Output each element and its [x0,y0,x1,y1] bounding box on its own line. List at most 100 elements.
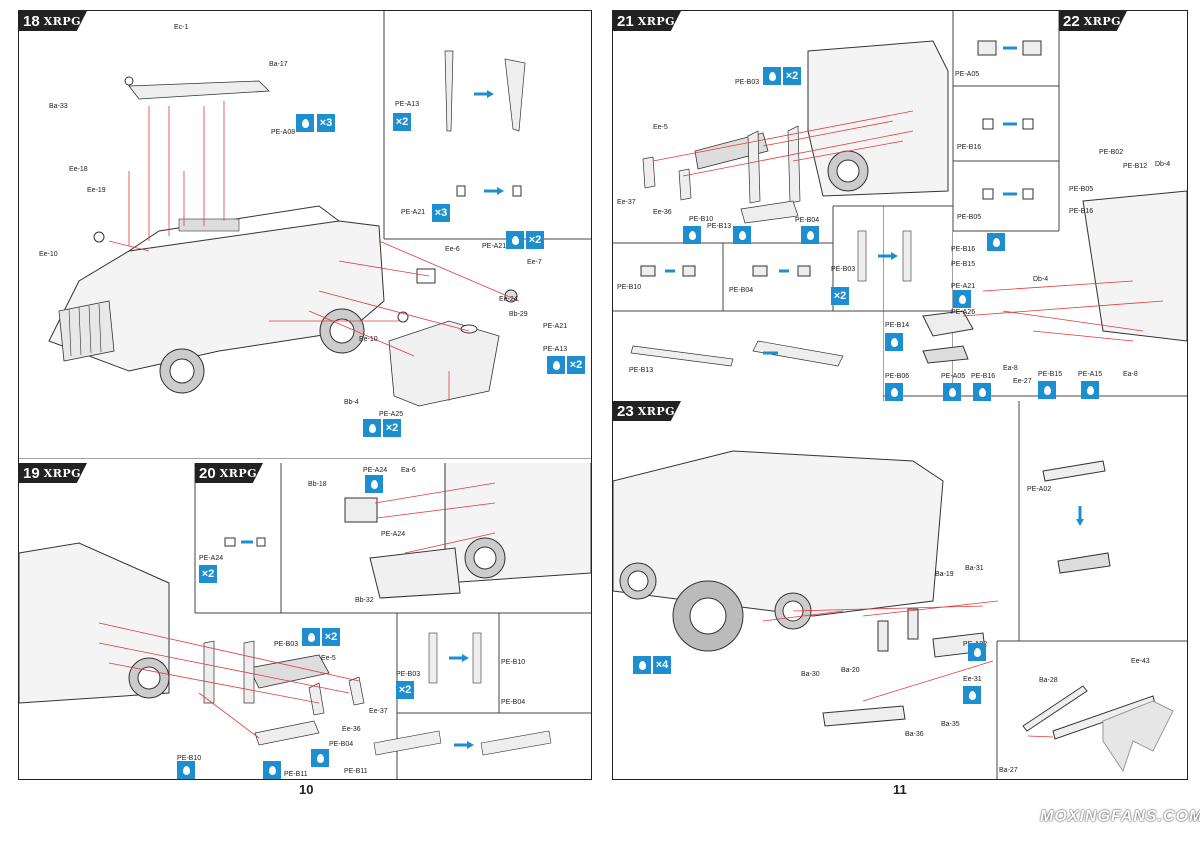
part-label: Ee-24 [499,296,518,303]
part-label: Ee-5 [653,124,668,131]
vehicle-illustration [613,401,1187,779]
part-label: PE-A24 [363,467,388,474]
glue-icon [311,749,329,767]
glue-icon [263,761,281,779]
part-label: Ba-27 [999,767,1018,774]
part-label: PE-A26 [951,309,976,316]
part-label: PE-B03 [735,79,760,86]
part-label: Ee-36 [653,209,672,216]
part-label: Ee-27 [1013,378,1032,385]
part-label: Ba-19 [935,571,954,578]
glue-icon [365,475,383,493]
quantity-badge: ×2 [393,113,411,131]
part-label: Bb-18 [308,481,327,488]
quantity-badge: ×2 [783,67,801,85]
part-label: PE-B04 [329,741,354,748]
quantity-badge: ×2 [322,628,340,646]
part-label: Ee-31 [963,676,982,683]
glue-icon [1038,381,1056,399]
part-label: Ee-19 [87,187,106,194]
part-label: PE-B05 [1069,186,1094,193]
part-label: Ba-30 [801,671,820,678]
part-label: PE-B10 [617,284,642,291]
part-label: PE-A15 [1078,371,1103,378]
part-label: PE-A13 [395,101,420,108]
quantity-badge: ×2 [396,681,414,699]
part-label: Bb-4 [344,399,359,406]
part-label: Ee-10 [39,251,58,258]
glue-icon [296,114,314,132]
watermark: MOXINGFANS.COM [1040,808,1200,825]
part-label: PE-B06 [885,373,910,380]
glue-icon [547,356,565,374]
page-number: 10 [299,782,314,797]
vehicle-illustration [224,463,591,613]
vehicle-illustration [883,11,1187,401]
glue-icon [1081,381,1099,399]
glue-icon [506,231,524,249]
part-label: Ba-20 [841,667,860,674]
part-label: Ee-7 [527,259,542,266]
part-label: PE-B13 [629,367,654,374]
part-label: PE-B12 [1123,163,1148,170]
glue-icon [177,761,195,779]
page-number: 11 [893,782,907,797]
part-label: Ba-35 [941,721,960,728]
quantity-badge: ×2 [383,419,401,437]
part-label: Ee-37 [369,708,388,715]
glue-icon [973,383,991,401]
part-label: Ea-8 [1123,371,1138,378]
quantity-badge: ×2 [567,356,585,374]
part-label: PE-A02 [1027,486,1052,493]
part-label: PE-B14 [885,322,910,329]
quantity-badge: ×2 [831,287,849,305]
part-label: Ba-33 [49,103,68,110]
glue-icon [633,656,651,674]
vehicle-illustration [19,11,591,459]
part-label: Ea-6 [401,467,416,474]
part-label: PE-B11 [284,771,308,778]
glue-icon [943,383,961,401]
part-label: Ba-17 [269,61,288,68]
part-label: PE-A05 [941,373,966,380]
part-label: PE-B04 [501,699,526,706]
part-label: PE-A05 [955,71,980,78]
glue-icon [885,383,903,401]
glue-icon [987,233,1005,251]
glue-icon [885,333,903,351]
step-22: PE-A05 PE-B16 PE-B05 PE-B02 PE-B12 Db-4 … [883,11,1187,401]
part-label: PE-A21 [401,209,426,216]
part-label: PE-A21 [482,243,507,250]
part-label: PE-B03 [831,266,856,273]
part-label: Ba-36 [905,731,924,738]
part-label: PE-B16 [951,246,976,253]
part-label: PE-B03 [396,671,421,678]
part-label: PE-B03 [274,641,299,648]
quantity-badge: ×3 [317,114,335,132]
part-label: PE-A13 [543,346,568,353]
part-label: Db-4 [1155,161,1171,168]
glue-icon [302,628,320,646]
part-label: PE-B16 [957,144,982,151]
part-label: PE-A21 [543,323,568,330]
part-label: PE-B05 [957,214,982,221]
part-label: PE-B04 [795,217,820,224]
part-label: Bb-32 [355,597,374,604]
part-label: PE-B11 [344,768,368,775]
glue-icon [763,67,781,85]
glue-icon [953,290,971,308]
vehicle-illustration [19,463,591,779]
glue-icon [968,643,986,661]
glue-icon [801,226,819,244]
part-label: Ee-5 [321,655,336,662]
